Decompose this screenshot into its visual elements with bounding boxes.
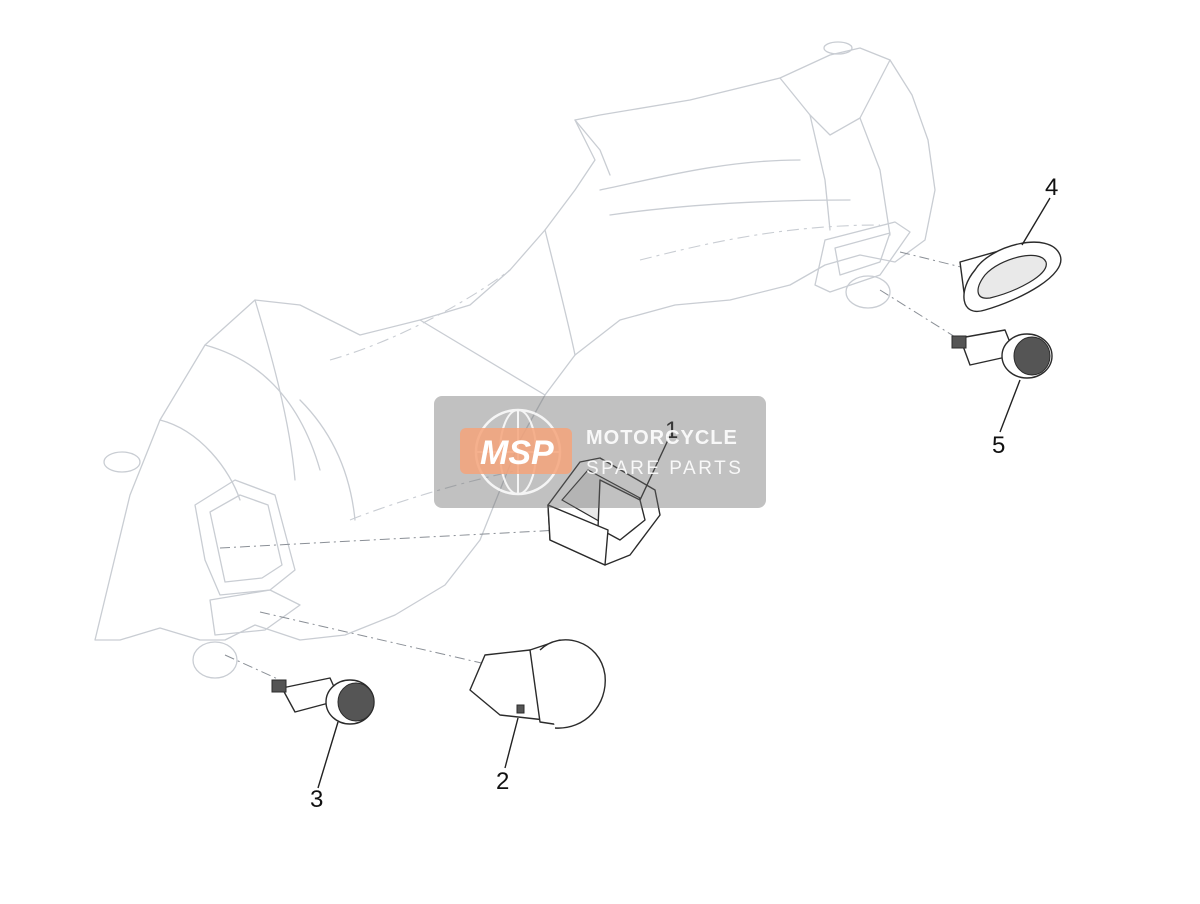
callout-1: 1 (665, 417, 678, 444)
part-2-switch (469, 639, 606, 729)
callout-2: 2 (496, 768, 509, 795)
callout-pointers (317, 197, 1051, 789)
part-5-button (951, 329, 1053, 379)
callout-3: 3 (310, 786, 323, 813)
watermark-line-2: SPARE PARTS (586, 458, 743, 479)
handlebar-cover-outline (94, 41, 936, 679)
watermark-logo: MSP (480, 434, 554, 472)
callout-4: 4 (1045, 174, 1058, 201)
watermark: MSP MOTORCYCLE SPARE PARTS (434, 396, 766, 508)
leader-lines (219, 251, 966, 681)
watermark-line-1: MOTORCYCLE (586, 427, 738, 449)
callout-5: 5 (992, 432, 1005, 459)
part-3-button (271, 677, 375, 725)
part-1-switch (547, 457, 661, 566)
part-4-frame (959, 241, 1062, 313)
watermark-logo-badge (460, 428, 572, 474)
